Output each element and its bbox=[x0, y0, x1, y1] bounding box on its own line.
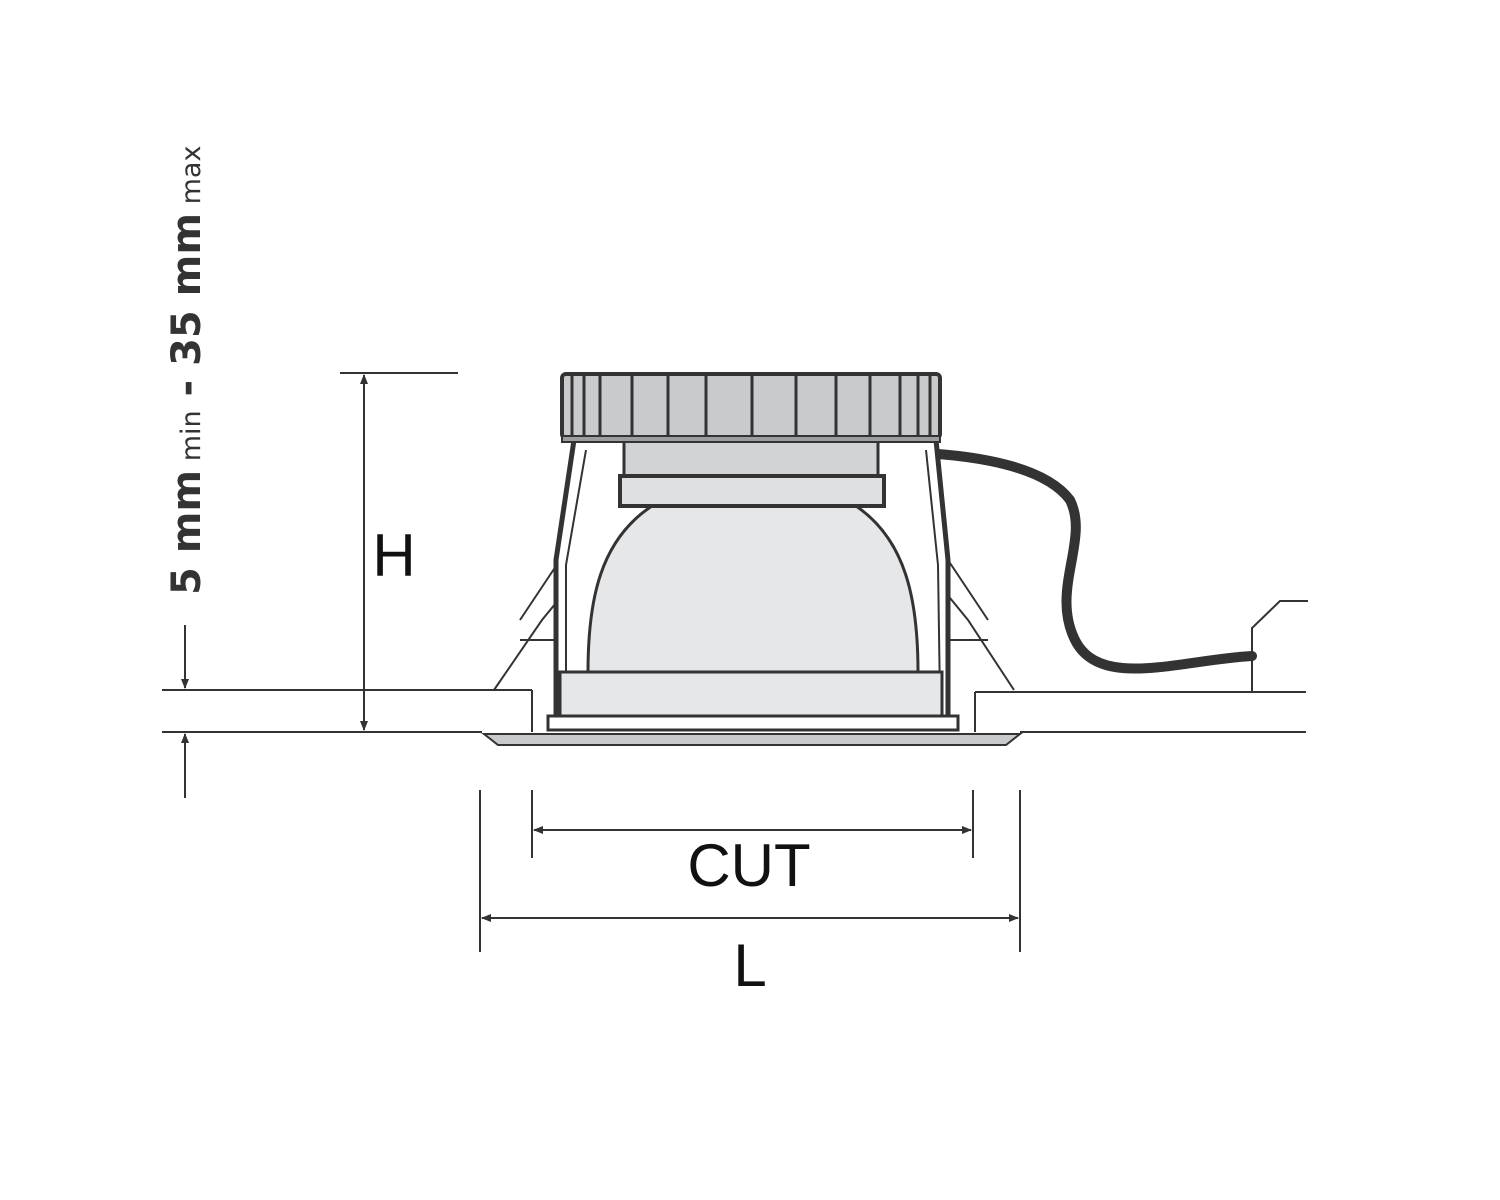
height-label: H bbox=[372, 522, 415, 589]
thickness-max-value: 35 mm bbox=[164, 213, 210, 366]
length-label: L bbox=[733, 932, 766, 999]
height-dimension bbox=[340, 372, 458, 731]
thickness-separator: - bbox=[164, 366, 210, 410]
thickness-max-suffix: max bbox=[176, 146, 207, 213]
cut-label: CUT bbox=[687, 832, 810, 899]
cut-dimension bbox=[531, 790, 974, 858]
length-dimension bbox=[479, 790, 1021, 952]
trim-ring bbox=[546, 714, 960, 732]
driver-block bbox=[622, 438, 880, 480]
lens-band bbox=[558, 670, 944, 718]
heatsink bbox=[560, 372, 942, 443]
driver-ring bbox=[618, 474, 886, 508]
power-cable bbox=[877, 447, 1257, 674]
junction-box bbox=[1251, 600, 1308, 692]
ceiling bbox=[162, 689, 1306, 733]
thickness-min-suffix: min bbox=[176, 410, 207, 470]
ceiling-thickness-label: 5 mm min - 35 mm max bbox=[164, 146, 210, 595]
flange bbox=[481, 733, 1023, 746]
reflector bbox=[586, 504, 920, 674]
thickness-min-value: 5 mm bbox=[164, 470, 210, 595]
